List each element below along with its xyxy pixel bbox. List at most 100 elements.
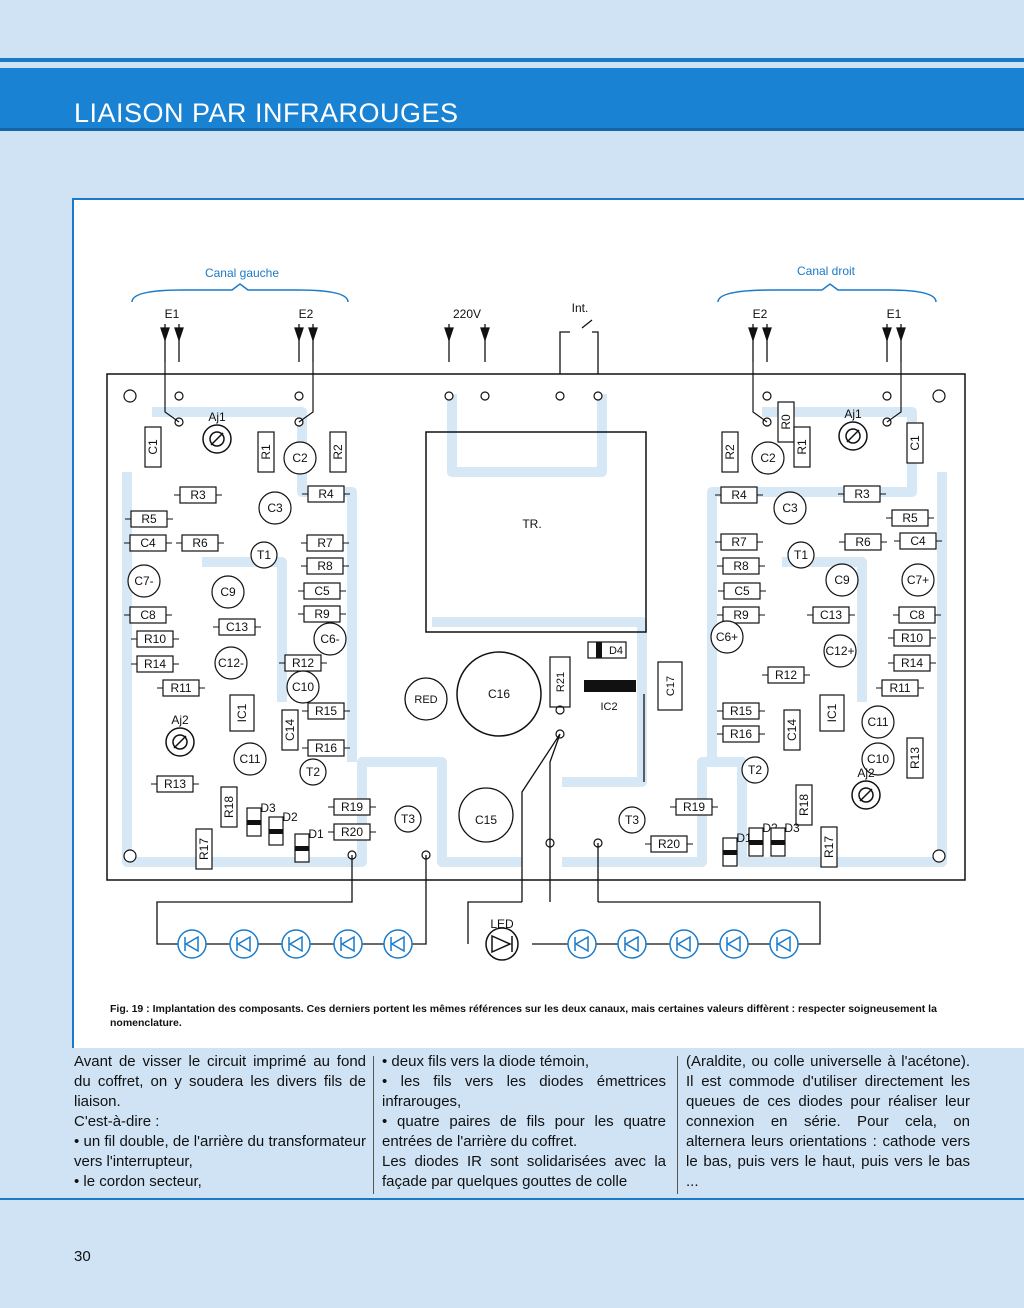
component-label: R6 (192, 536, 208, 550)
component-label: C3 (267, 501, 283, 515)
mains-label: 220V (453, 307, 481, 321)
ir-diode (177, 929, 207, 959)
component-label: T3 (625, 813, 639, 827)
component-label: R4 (731, 488, 747, 502)
indicator-led-symbol (491, 934, 513, 954)
component-label: T3 (401, 812, 415, 826)
component-label: R17 (822, 836, 836, 858)
component-label: R20 (658, 837, 680, 851)
ir-diode (669, 929, 699, 959)
component-r5: R5 (125, 510, 173, 528)
regulator-ic2 (584, 680, 636, 692)
input-left-e2: E2 (299, 307, 314, 321)
component-label: R14 (901, 656, 923, 670)
capacitor-c17 (657, 661, 683, 711)
component-r10: R10 (131, 630, 179, 648)
component-label: C12+ (825, 644, 854, 658)
capacitor-c16 (456, 651, 542, 737)
component-r10: R10 (888, 629, 936, 647)
component-r20: R20 (645, 835, 693, 853)
ir-diode (617, 929, 647, 959)
component-t2: T2 (741, 756, 769, 784)
column-divider (373, 1056, 374, 1194)
ir-diode-rows (177, 929, 799, 959)
component-label: C6+ (716, 630, 738, 644)
component-r13: R13 (906, 737, 924, 779)
figure-caption: Fig. 19 : Implantation des composants. C… (110, 1002, 990, 1030)
component-label: R10 (144, 632, 166, 646)
component-c10: C10 (286, 670, 320, 704)
component-label: C7+ (907, 573, 929, 587)
component-c9: C9 (825, 563, 859, 597)
capacitor-c15 (458, 787, 514, 843)
resistor-r21 (549, 656, 571, 708)
component-r15: R15 (717, 702, 765, 720)
component-c12: C12+ (823, 634, 857, 668)
component-label: R1 (259, 444, 273, 460)
title-banner: LIAISON PAR INFRAROUGES (0, 68, 1024, 128)
body-column-3: (Araldite, ou colle universelle à l'acét… (686, 1052, 970, 1192)
center-wires (521, 694, 645, 902)
component-label: C4 (910, 534, 926, 548)
component-label: R2 (331, 444, 345, 460)
body-text-3: (Araldite, ou colle universelle à l'acét… (686, 1053, 970, 1190)
component-r12: R12 (762, 666, 810, 684)
input-bends (164, 362, 902, 423)
component-label: R5 (141, 512, 157, 526)
component-r19: R19 (670, 798, 718, 816)
component-label: C14 (283, 719, 297, 741)
component-label: R18 (797, 794, 811, 816)
ir-diode (567, 929, 597, 959)
component-r9: R9 (717, 606, 765, 624)
component-label: C10 (292, 680, 314, 694)
component-label: R15 (730, 704, 752, 718)
component-r7: R7 (301, 534, 349, 552)
component-r0: R0 (777, 401, 795, 443)
component-r11: R11 (157, 679, 205, 697)
component-label: IC1 (235, 703, 249, 722)
component-label: R3 (190, 488, 206, 502)
component-label: R2 (723, 444, 737, 460)
component-label: Aj1 (208, 410, 226, 424)
switch-label: Int. (572, 301, 589, 315)
component-t2: T2 (299, 758, 327, 786)
component-label: R16 (315, 741, 337, 755)
component-label: D2 (282, 810, 298, 824)
pads (174, 391, 892, 860)
channel-left-label: Canal gauche (205, 266, 279, 280)
component-r6: R6 (839, 533, 887, 551)
component-c8: C8 (893, 606, 941, 624)
label-c17: C17 (665, 676, 677, 696)
component-r7: R7 (715, 533, 763, 551)
component-label: R12 (292, 656, 314, 670)
component-aj2: Aj2 (165, 713, 195, 757)
component-label: C2 (292, 451, 308, 465)
top-rule (0, 58, 1024, 62)
component-c5: C5 (298, 582, 346, 600)
component-label: C3 (782, 501, 798, 515)
component-d3: D3 (246, 801, 276, 837)
label-d4: D4 (609, 645, 623, 657)
component-r2: R2 (329, 431, 347, 473)
component-c3: C3 (258, 491, 292, 525)
component-label: D3 (260, 801, 276, 815)
component-r3: R3 (838, 485, 886, 503)
component-label: D1 (736, 831, 752, 845)
component-r16: R16 (717, 725, 765, 743)
component-ic1: IC1 (819, 694, 845, 732)
component-aj1: Aj1 (838, 407, 868, 451)
component-label: C5 (314, 584, 330, 598)
component-label: C9 (834, 573, 850, 587)
input-wires (160, 319, 906, 394)
component-c9: C9 (211, 575, 245, 609)
component-r18: R18 (795, 784, 813, 826)
component-label: C8 (909, 608, 925, 622)
component-label: R9 (314, 607, 330, 621)
component-label: C6- (320, 632, 339, 646)
input-right-e1: E1 (887, 307, 902, 321)
component-label: R19 (341, 800, 363, 814)
component-r20: R20 (328, 823, 376, 841)
label-ic2: IC2 (600, 701, 617, 713)
